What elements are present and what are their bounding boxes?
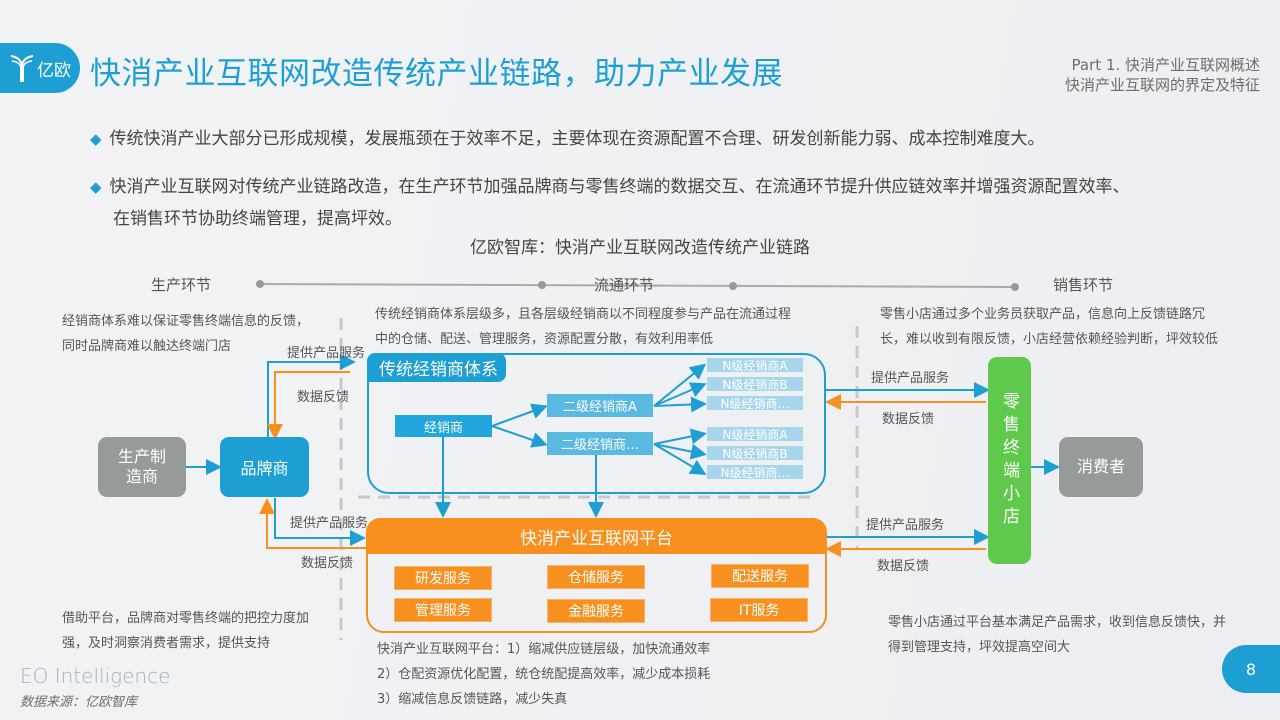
data-source: 数据来源：亿欧智库 (20, 695, 138, 710)
note-line: 经销商体系难以保证零售终端信息的反馈， (62, 314, 310, 329)
traditional-system-frame (367, 353, 826, 494)
note-line: 得到管理支持，坪效提高空间大 (888, 640, 1071, 655)
leveln-distributor: N级经销商A (707, 358, 803, 373)
label-feedback-brand-plat: 数据反馈 (301, 556, 354, 571)
note-circulation-bottom: 快消产业互联网平台：1）缩减供应链层级，加快流通效率 2）仓配资源优化配置，统仓… (377, 637, 710, 712)
diamond-icon: ◆ (90, 178, 102, 196)
leveln-distributor: N级经销商… (707, 465, 803, 480)
page-number: 8 (1222, 645, 1280, 693)
logo-text: 亿欧 (37, 60, 71, 81)
leveln-distributor: N级经销商… (707, 396, 803, 411)
logo-y-icon (10, 55, 34, 82)
level2-distributor-more: 二级经销商… (547, 432, 653, 455)
page-title: 快消产业互联网改造传统产业链路，助力产业发展 (90, 56, 783, 92)
note-line: 强，及时洞察消费者需求，提供支持 (62, 636, 271, 651)
service-it: IT服务 (710, 598, 808, 622)
label-feedback-plat-retail: 数据反馈 (877, 559, 930, 574)
platform-title: 快消产业互联网平台 (366, 518, 827, 554)
part-line-1: Part 1. 快消产业互联网概述 (1071, 56, 1260, 74)
service-finance: 金融服务 (547, 599, 645, 623)
note-line: 长，难以收到有限反馈，小店经营依赖经验判断，坪效较低 (880, 332, 1219, 347)
bullet-1: ◆ 传统快消产业大部分已形成规模，发展瓶颈在于效率不足，主要体现在资源配置不合理、… (90, 124, 1045, 154)
node-brand: 品牌商 (220, 437, 309, 497)
label-provide-plat-retail: 提供产品服务 (866, 518, 945, 533)
phase-timeline (256, 280, 1019, 291)
node-manufacturer: 生产制 造商 (98, 437, 186, 497)
phase-circulation: 流通环节 (594, 276, 655, 294)
diamond-icon: ◆ (90, 130, 102, 148)
label-provide-brand-trad: 提供产品服务 (287, 346, 366, 361)
note-line: 2）仓配资源优化配置，统仓统配提高效率，减少成本损耗 (377, 667, 711, 682)
distributor-box: 经销商 (395, 415, 492, 437)
bullet-1-text: 传统快消产业大部分已形成规模，发展瓶颈在于效率不足，主要体现在资源配置不合理、研… (109, 129, 1045, 149)
logo: 亿欧 (0, 43, 80, 93)
label-provide-trad-retail: 提供产品服务 (871, 371, 950, 386)
note-production-bottom: 借助平台，品牌商对零售终端的把控力度加 强，及时洞察消费者需求，提供支持 (62, 606, 309, 656)
leveln-distributor: N级经销商B (707, 377, 803, 392)
level2-distributor-a: 二级经销商A (547, 394, 653, 417)
note-line: 3）缩减信息反馈链路，减少失真 (377, 692, 568, 707)
phase-production: 生产环节 (151, 276, 212, 294)
footer-brand: EO Intelligence (20, 664, 171, 688)
service-warehousing: 仓储服务 (547, 565, 645, 589)
traditional-system-tag: 传统经销商体系 (367, 353, 506, 382)
section-breadcrumb: Part 1. 快消产业互联网概述 快消产业互联网的界定及特征 (1065, 55, 1260, 95)
bullet-2-text: 快消产业互联网对传统产业链路改造，在生产环节加强品牌商与零售终端的数据交互、在流… (109, 177, 1130, 197)
label-feedback-trad-retail: 数据反馈 (882, 412, 935, 427)
service-rnd: 研发服务 (394, 566, 492, 590)
part-line-2: 快消产业互联网的界定及特征 (1064, 76, 1260, 94)
service-management: 管理服务 (394, 598, 492, 622)
leveln-distributor: N级经销商A (707, 427, 803, 442)
note-production-top: 经销商体系难以保证零售终端信息的反馈， 同时品牌商难以触达终端门店 (62, 309, 309, 359)
service-delivery: 配送服务 (711, 564, 809, 588)
note-line: 中的仓储、配送、管理服务，资源配置分散，有效利用率低 (375, 332, 714, 347)
label-provide-brand-plat: 提供产品服务 (290, 516, 369, 531)
note-line: 零售小店通过平台基本满足产品需求，收到信息反馈快，并 (888, 615, 1227, 630)
note-line: 借助平台，品牌商对零售终端的把控力度加 (62, 611, 310, 626)
note-line: 传统经销商体系层级多，且各层级经销商以不同程度参与产品在流通过程 (375, 307, 792, 322)
note-line: 快消产业互联网平台：1）缩减供应链层级，加快流通效率 (377, 642, 711, 657)
leveln-distributor: N级经销商B (707, 446, 803, 461)
note-sales-bottom: 零售小店通过平台基本满足产品需求，收到信息反馈快，并 得到管理支持，坪效提高空间… (888, 610, 1226, 660)
bullet-2: ◆ 快消产业互联网对传统产业链路改造，在生产环节加强品牌商与零售终端的数据交互、在… (90, 172, 1130, 202)
node-consumer: 消费者 (1059, 437, 1143, 497)
label-feedback-brand-trad: 数据反馈 (297, 390, 350, 405)
phase-sales: 销售环节 (1053, 276, 1114, 294)
node-retail-store: 零售终端小店 (988, 357, 1031, 564)
note-line: 零售小店通过多个业务员获取产品，信息向上反馈链路冗 (880, 307, 1206, 322)
bullet-2-continuation: 在销售环节协助终端管理，提高坪效。 (113, 209, 402, 229)
note-line: 同时品牌商难以触达终端门店 (62, 339, 232, 354)
diagram-title: 亿欧智库：快消产业互联网改造传统产业链路 (470, 238, 810, 258)
note-sales-top: 零售小店通过多个业务员获取产品，信息向上反馈链路冗 长，难以收到有限反馈，小店经… (880, 302, 1218, 352)
note-circulation-top: 传统经销商体系层级多，且各层级经销商以不同程度参与产品在流通过程 中的仓储、配送… (375, 302, 791, 352)
